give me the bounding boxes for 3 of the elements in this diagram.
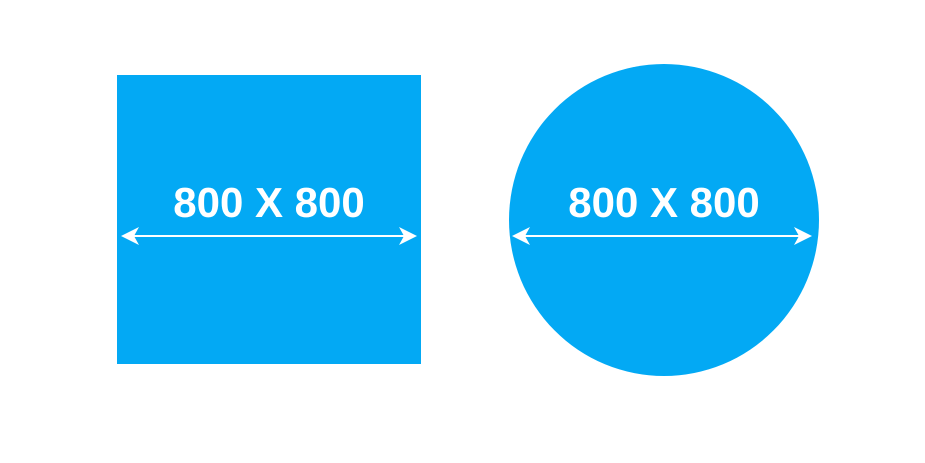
dimension-text: 800 X 800 bbox=[568, 179, 760, 227]
square-shape bbox=[117, 75, 421, 364]
dimension-text: 800 X 800 bbox=[173, 179, 365, 227]
